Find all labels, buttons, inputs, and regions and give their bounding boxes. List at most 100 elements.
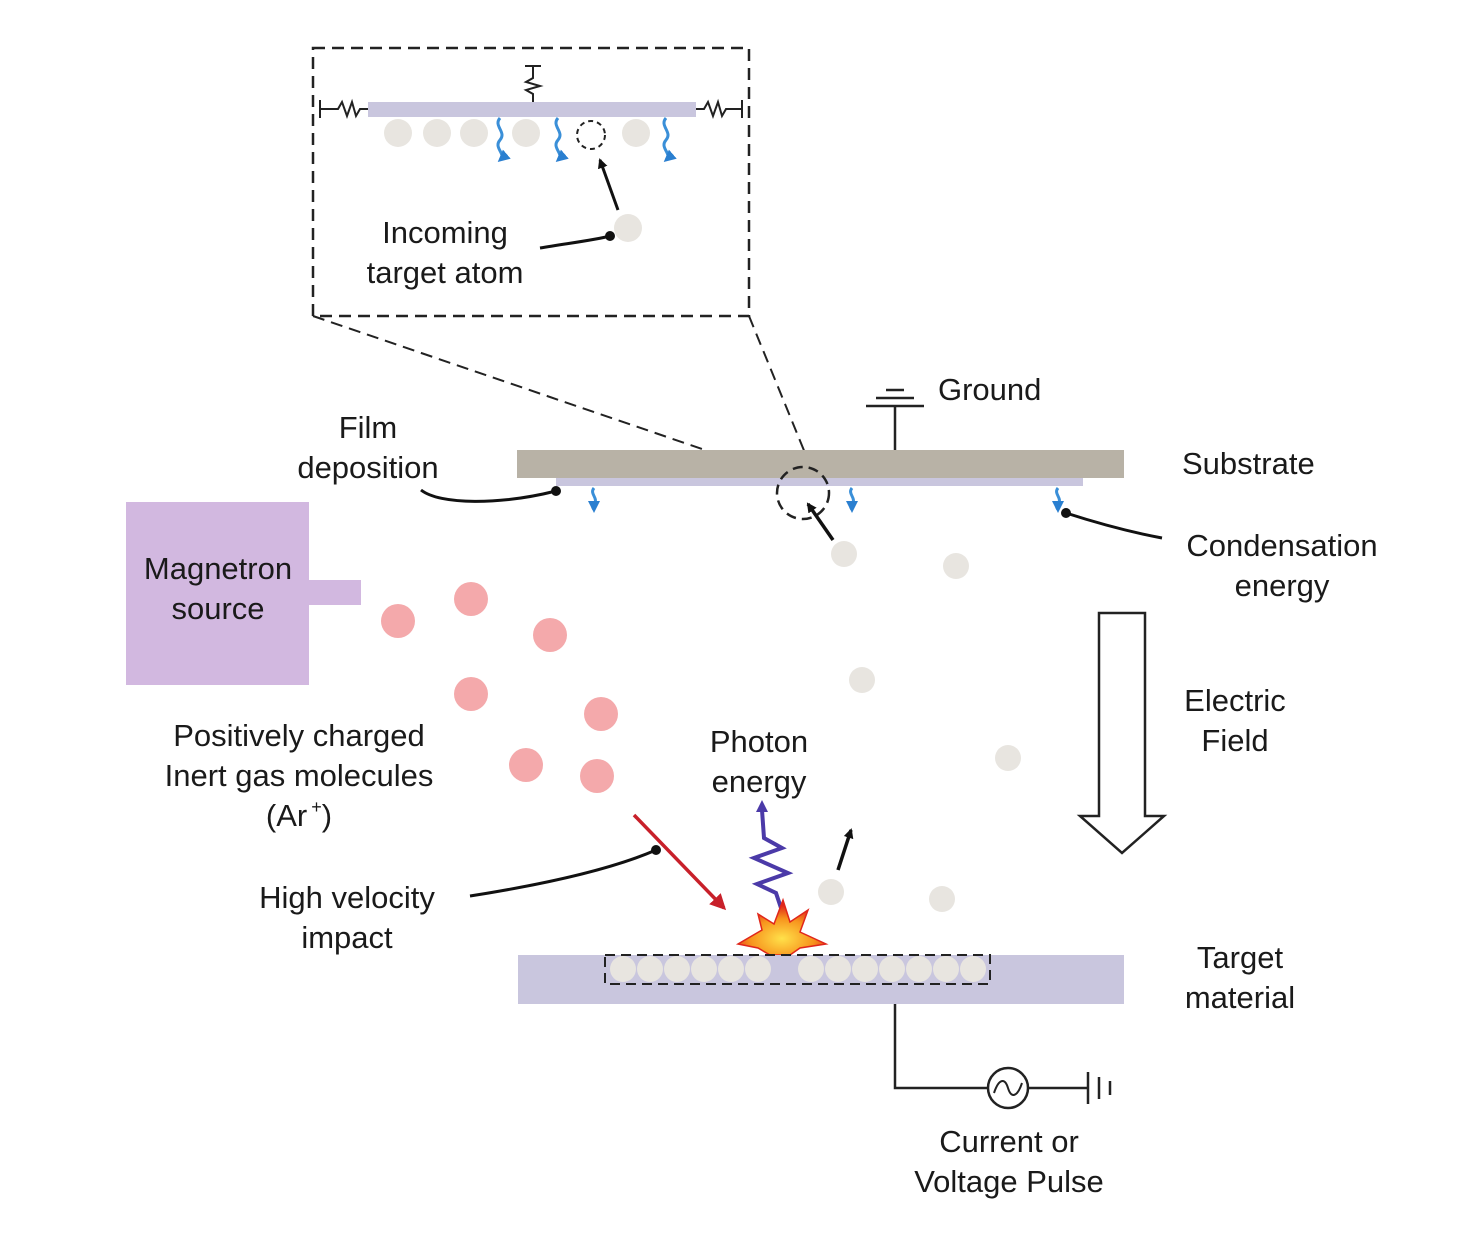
deposited-film [556,478,1083,486]
target-atoms [610,956,986,982]
magnetron-label-1: Magnetron [144,551,292,586]
atom [852,956,878,982]
impact-arrow [632,813,727,911]
atom [943,553,969,579]
target-label-1: Target [1197,940,1284,975]
incoming-label-1: Incoming [382,215,508,250]
inset-atoms [384,119,650,242]
ion [580,759,614,793]
film-leader [420,488,557,503]
ejected-atom-arrow [836,828,854,871]
atom [960,956,986,982]
atom [691,956,717,982]
ion [584,697,618,731]
ion [454,582,488,616]
atom [818,879,844,905]
atom [849,667,875,693]
ground-icon [866,388,924,408]
energy-wave-icon [496,117,511,162]
inset-energy-waves [496,117,677,162]
spark-icon [735,897,829,956]
battery-icon [1086,1072,1112,1104]
zoom-circle [775,465,831,521]
photon-arrowhead [756,800,768,812]
ions-label-3: (Ar+) [266,797,332,833]
atom [423,119,451,147]
impact-label-1: High velocity [259,880,435,915]
substrate-plate [517,450,1124,478]
magnetron-label-2: source [171,591,264,626]
leader-dot [1061,508,1071,518]
atom [933,956,959,982]
atom [610,956,636,982]
ion [381,604,415,638]
substrate-assembly: Ground Substrate Film deposition Condens… [297,372,1377,603]
condensation-label-2: energy [1235,568,1330,603]
atom [798,956,824,982]
atom [718,956,744,982]
incoming-atom [614,214,642,242]
target-label-2: material [1185,980,1295,1015]
film-label-2: deposition [297,450,438,485]
ion [533,618,567,652]
inset-zoom: Incoming target atom [311,46,813,479]
ground-label: Ground [938,372,1041,407]
spring-top-icon [523,65,544,102]
condensation-label-1: Condensation [1186,528,1377,563]
atom-arrow [806,502,835,541]
ion [509,748,543,782]
leader-dot [605,231,615,241]
atom [825,956,851,982]
atom [831,541,857,567]
spring-right-icon [696,98,743,119]
magnetron-source: Magnetron source [126,502,361,685]
leader-dot [651,845,661,855]
atom [622,119,650,147]
pulse-label-2: Voltage Pulse [914,1164,1104,1199]
inset-film [368,102,696,117]
electric-field-arrow-icon [1076,611,1168,855]
energy-wave-icon [1051,487,1064,513]
photon-zigzag-icon [748,809,794,909]
electric-label-2: Field [1201,723,1268,758]
energy-wave-icon [554,117,569,162]
pulse-circuit: Current or Voltage Pulse [893,1004,1112,1199]
ions-label-2: Inert gas molecules [165,758,434,793]
ions-label-1: Positively charged [173,718,425,753]
leader-dot [551,486,561,496]
atom [906,956,932,982]
target-surface-box [604,954,991,985]
atom [512,119,540,147]
pulse-label-1: Current or [939,1124,1079,1159]
argon-ions [381,582,618,793]
film-energy-waves [587,487,1064,513]
energy-wave-icon [662,117,677,162]
electric-label-1: Electric [1184,683,1286,718]
vacancy-site [576,120,606,150]
spring-left-icon [319,98,368,119]
atom [460,119,488,147]
substrate-label: Substrate [1182,446,1315,481]
atom [664,956,690,982]
atom [637,956,663,982]
atom [745,956,771,982]
atom [384,119,412,147]
zoom-guide-right [748,315,813,471]
impact-label-2: impact [301,920,393,955]
sputtered-atoms [818,541,1021,912]
incoming-arrow [598,158,620,211]
circuit-wire [893,1004,988,1090]
atom [879,956,905,982]
photon-label-1: Photon [710,724,808,759]
photon-label-2: energy [712,764,807,799]
atom [995,745,1021,771]
ion [454,677,488,711]
magnetron-body [126,502,309,685]
impact-leader [469,848,657,898]
zoom-guide-left [312,315,788,479]
target-assembly: Target material [518,940,1295,1015]
condensation-leader [1065,511,1163,540]
film-label-1: Film [339,410,398,445]
